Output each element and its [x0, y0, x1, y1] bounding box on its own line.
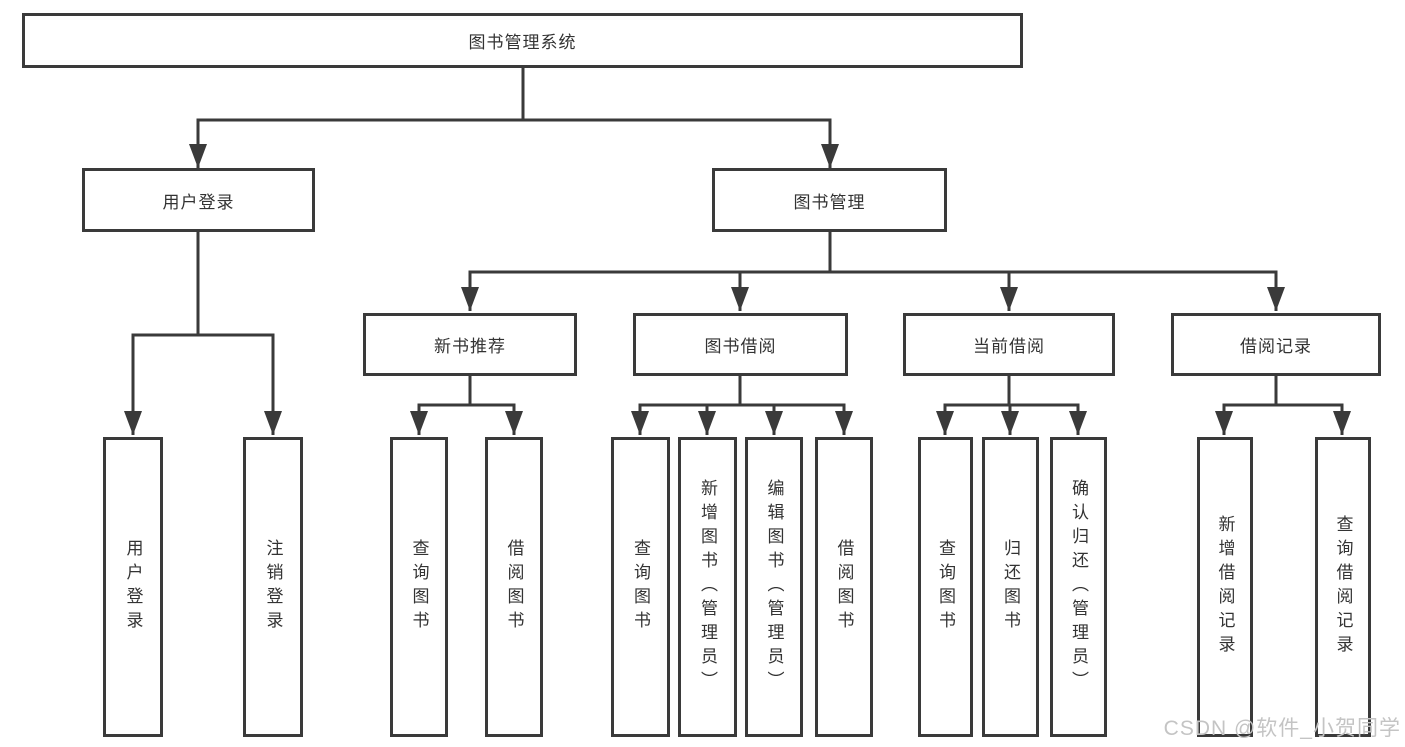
leaf-query-books-borrow: 查询图书 [611, 437, 670, 737]
leaf-label: 归还图书 [1001, 539, 1020, 635]
leaf-confirm-return-admin: 确认归还（管理员） [1050, 437, 1107, 737]
leaf-label: 确认归还（管理员） [1069, 479, 1088, 695]
node-book-borrowing: 图书借阅 [633, 313, 848, 376]
leaf-label: 查询图书 [409, 539, 429, 635]
leaf-label: 编辑图书（管理员） [764, 479, 784, 695]
leaf-label: 注销登录 [263, 539, 283, 635]
leaf-return-books: 归还图书 [982, 437, 1039, 737]
node-current-borrowing: 当前借阅 [903, 313, 1115, 376]
leaf-user-login: 用户登录 [103, 437, 163, 737]
leaf-label: 新增图书（管理员） [698, 479, 717, 695]
node-book-management: 图书管理 [712, 168, 947, 232]
leaf-logout: 注销登录 [243, 437, 303, 737]
leaf-label: 借阅图书 [504, 539, 524, 635]
node-borrowing-records: 借阅记录 [1171, 313, 1381, 376]
node-user-login: 用户登录 [82, 168, 315, 232]
leaf-query-books-current: 查询图书 [918, 437, 973, 737]
leaf-borrow-books: 借阅图书 [815, 437, 873, 737]
leaf-edit-books-admin: 编辑图书（管理员） [745, 437, 803, 737]
leaf-add-borrow-record: 新增借阅记录 [1197, 437, 1253, 737]
leaf-label: 查询图书 [936, 539, 955, 635]
node-library-management-system: 图书管理系统 [22, 13, 1023, 68]
leaf-label: 查询图书 [631, 539, 650, 635]
csdn-watermark: CSDN @软件_小贺同学 [1163, 717, 1401, 740]
node-new-book-recommendation: 新书推荐 [363, 313, 577, 376]
leaf-query-books-recommend: 查询图书 [390, 437, 448, 737]
leaf-borrow-books-recommend: 借阅图书 [485, 437, 543, 737]
leaf-query-borrow-record: 查询借阅记录 [1315, 437, 1371, 737]
leaf-label: 用户登录 [123, 539, 143, 635]
leaf-label: 查询借阅记录 [1333, 515, 1353, 659]
leaf-label: 借阅图书 [834, 539, 854, 635]
leaf-add-books-admin: 新增图书（管理员） [678, 437, 737, 737]
leaf-label: 新增借阅记录 [1215, 515, 1235, 659]
